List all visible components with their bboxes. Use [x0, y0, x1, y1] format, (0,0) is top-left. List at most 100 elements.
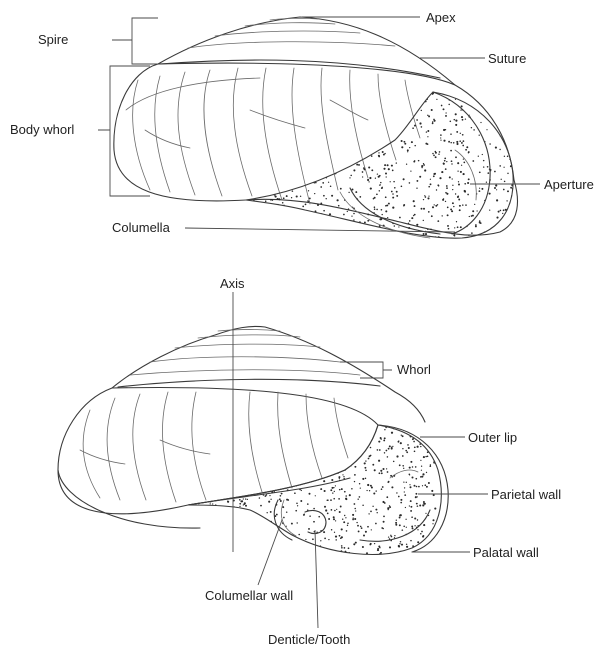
stipple-dot — [374, 543, 375, 544]
stipple-dot — [348, 433, 349, 434]
stipple-dot — [212, 552, 213, 553]
stipple-dot — [459, 209, 461, 211]
stipple-dot — [314, 176, 316, 178]
stipple-dot — [342, 555, 344, 557]
stipple-dot — [266, 92, 268, 94]
stipple-dot — [408, 223, 409, 224]
stipple-dot — [402, 465, 404, 467]
stipple-dot — [422, 425, 424, 427]
stipple-dot — [380, 470, 382, 472]
stipple-dot — [287, 112, 289, 114]
stipple-dot — [377, 148, 379, 150]
stipple-dot — [267, 114, 269, 116]
stipple-dot — [269, 177, 271, 179]
stipple-dot — [427, 130, 429, 132]
stipple-dot — [396, 195, 398, 197]
stipple-dot — [389, 546, 391, 548]
stipple-dot — [452, 202, 454, 204]
stipple-dot — [499, 124, 501, 126]
stipple-dot — [250, 114, 252, 116]
stipple-dot — [444, 528, 445, 529]
stipple-dot — [306, 133, 308, 135]
stipple-dot — [399, 514, 401, 516]
stipple-dot — [337, 124, 339, 126]
stipple-dot — [384, 153, 385, 154]
stipple-dot — [213, 554, 215, 556]
stipple-dot — [309, 456, 311, 458]
stipple-dot — [230, 421, 231, 422]
stipple-dot — [272, 425, 274, 427]
stipple-dot — [395, 522, 397, 524]
stipple-dot — [229, 540, 230, 541]
stipple-dot — [308, 190, 309, 191]
stipple-dot — [388, 203, 390, 205]
stipple-dot — [264, 556, 266, 558]
stipple-dot — [344, 457, 346, 459]
stipple-dot — [377, 512, 378, 513]
stipple-dot — [376, 133, 377, 134]
stipple-dot — [264, 141, 266, 143]
stipple-dot — [202, 428, 204, 430]
stipple-dot — [255, 225, 257, 227]
stipple-dot — [418, 105, 419, 106]
stipple-dot — [338, 236, 340, 238]
stipple-dot — [298, 217, 300, 219]
stipple-dot — [418, 486, 420, 488]
label-columella: Columella — [112, 220, 171, 235]
label-whorl: Whorl — [397, 362, 431, 377]
stipple-dot — [453, 142, 455, 144]
stipple-dot — [219, 544, 221, 546]
stipple-dot — [277, 136, 279, 138]
stipple-dot — [370, 485, 372, 487]
stipple-dot — [507, 116, 508, 117]
stipple-dot — [273, 452, 275, 454]
stipple-dot — [331, 448, 332, 449]
stipple-dot — [296, 503, 298, 505]
stipple-dot — [451, 210, 453, 212]
stipple-dot — [363, 102, 365, 104]
stipple-dot — [187, 457, 189, 459]
stipple-dot — [240, 453, 242, 455]
stipple-dot — [254, 185, 255, 186]
stipple-dot — [280, 212, 282, 214]
stipple-dot — [510, 156, 511, 157]
stipple-dot — [273, 120, 275, 122]
stipple-dot — [252, 490, 253, 491]
stipple-dot — [306, 108, 308, 110]
stipple-dot — [369, 490, 370, 491]
stipple-dot — [331, 217, 332, 218]
stipple-dot — [422, 535, 424, 537]
stipple-dot — [445, 201, 446, 202]
stipple-dot — [441, 171, 443, 173]
stipple-dot — [259, 475, 261, 477]
stipple-dot — [421, 466, 422, 467]
stipple-dot — [222, 497, 224, 499]
stipple-dot — [498, 211, 500, 213]
stipple-dot — [321, 550, 322, 551]
stipple-dot — [514, 111, 516, 113]
stipple-dot — [455, 113, 457, 115]
body-whorl-bracket — [98, 66, 150, 196]
stipple-dot — [401, 140, 403, 142]
stipple-dot — [371, 169, 373, 171]
stipple-dot — [503, 209, 505, 211]
stipple-dot — [276, 127, 278, 129]
stipple-dot — [366, 490, 367, 491]
stipple-dot — [411, 526, 413, 528]
stipple-dot — [280, 471, 281, 472]
stipple-dot — [358, 530, 360, 532]
stipple-dot — [334, 532, 335, 533]
stipple-dot — [384, 437, 386, 439]
stipple-dot — [432, 523, 433, 524]
stipple-dot — [359, 232, 361, 234]
stipple-dot — [417, 496, 418, 497]
stipple-dot — [238, 479, 240, 481]
stipple-dot — [236, 513, 237, 514]
stipple-dot — [249, 478, 251, 480]
stipple-dot — [245, 432, 246, 433]
stipple-dot — [379, 472, 381, 474]
stipple-dot — [324, 506, 326, 508]
stipple-dot — [252, 460, 253, 461]
stipple-dot — [315, 104, 317, 106]
stipple-dot — [406, 164, 407, 165]
